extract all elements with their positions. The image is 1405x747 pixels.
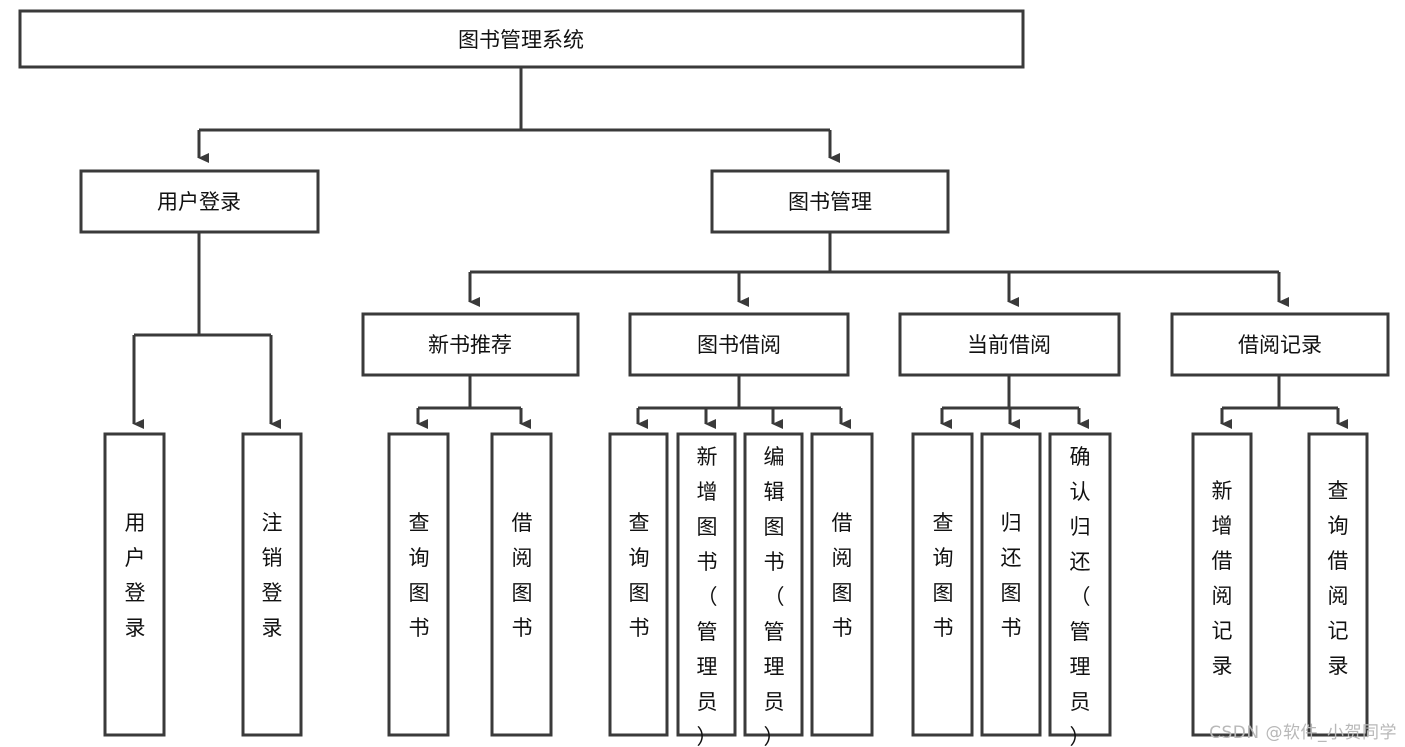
leaf-borrow-query-book-label: 查询图书 (629, 511, 650, 640)
leaf-borrow-add-book[interactable]: 新增图书（管理员） (676, 432, 737, 747)
leaf-records-query-record-label: 查询借阅记录 (1328, 479, 1349, 678)
node-current-borrow-box[interactable] (898, 312, 1121, 377)
connector-group-root (197, 67, 840, 163)
node-user-login-label: 用户登录 (157, 190, 241, 214)
node-new-book-recommend-box[interactable] (361, 312, 580, 377)
node-root-label: 图书管理系统 (458, 28, 584, 52)
node-new-book-recommend-label: 新书推荐 (428, 333, 512, 357)
leaf-new-book-query-label: 查询图书 (409, 511, 430, 640)
node-book-borrow[interactable]: 图书借阅 (628, 312, 850, 377)
node-new-book-recommend[interactable]: 新书推荐 (361, 312, 580, 377)
leaf-records-add-record-label: 新增借阅记录 (1212, 479, 1233, 678)
leaf-borrow-borrow-book[interactable]: 借阅图书 (810, 432, 874, 737)
leaf-borrow-query-book[interactable]: 查询图书 (608, 432, 669, 737)
leaf-new-book-borrow-box[interactable] (490, 432, 553, 737)
node-current-borrow[interactable]: 当前借阅 (898, 312, 1121, 377)
leaf-current-query-book-label: 查询图书 (933, 511, 954, 640)
leaf-records-add-record[interactable]: 新增借阅记录 (1191, 432, 1253, 737)
connector-group-book-mgmt (468, 232, 1289, 307)
node-root-book-management-system[interactable]: 图书管理系统 (18, 9, 1025, 69)
leaf-current-return-book-label: 归还图书 (1001, 511, 1022, 640)
leaf-borrow-borrow-book-box[interactable] (810, 432, 874, 737)
leaf-current-query-book-box[interactable] (911, 432, 974, 737)
leaf-borrow-edit-book-box[interactable] (743, 432, 804, 737)
csdn-watermark: CSDN @软件_小贺同学 (1209, 723, 1397, 743)
node-book-management-label: 图书管理 (788, 190, 872, 214)
node-book-management-box[interactable] (710, 169, 950, 234)
leaf-borrow-query-book-box[interactable] (608, 432, 669, 737)
leaf-user-login-login-label: 用户登录 (125, 511, 146, 640)
leaf-current-return-book-box[interactable] (980, 432, 1042, 737)
connector-group-records (1220, 375, 1348, 429)
leaf-user-login-login[interactable]: 用户登录 (103, 432, 166, 737)
node-user-login[interactable]: 用户登录 (79, 169, 320, 234)
leaf-borrow-add-book-label: 新增图书（管理员） (697, 445, 718, 747)
leaf-user-login-logout-box[interactable] (241, 432, 303, 737)
node-borrow-records-label: 借阅记录 (1238, 333, 1322, 357)
node-user-login-box[interactable] (79, 169, 320, 234)
leaf-current-confirm-return-label: 确认归还（管理员） (1070, 445, 1091, 747)
node-book-borrow-label: 图书借阅 (697, 333, 781, 357)
leaf-current-return-book[interactable]: 归还图书 (980, 432, 1042, 737)
leaf-records-query-record[interactable]: 查询借阅记录 (1307, 432, 1369, 737)
leaf-borrow-borrow-book-label: 借阅图书 (832, 511, 853, 640)
node-book-management[interactable]: 图书管理 (710, 169, 950, 234)
connector-group-current (940, 375, 1089, 429)
leaf-new-book-borrow[interactable]: 借阅图书 (490, 432, 553, 737)
leaf-new-book-query-box[interactable] (387, 432, 450, 737)
node-borrow-records[interactable]: 借阅记录 (1170, 312, 1390, 377)
leaf-new-book-borrow-label: 借阅图书 (512, 511, 533, 640)
connector-group-borrow (636, 375, 851, 429)
connector-group-user-login (132, 232, 281, 429)
leaf-borrow-add-book-box[interactable] (676, 432, 737, 737)
node-root-box[interactable] (18, 9, 1025, 69)
connector-group-new-book (416, 375, 531, 429)
leaf-new-book-query[interactable]: 查询图书 (387, 432, 450, 737)
node-book-borrow-box[interactable] (628, 312, 850, 377)
leaf-current-query-book[interactable]: 查询图书 (911, 432, 974, 737)
leaf-borrow-edit-book[interactable]: 编辑图书（管理员） (743, 432, 804, 747)
leaf-user-login-logout[interactable]: 注销登录 (241, 432, 303, 737)
node-borrow-records-box[interactable] (1170, 312, 1390, 377)
leaf-records-add-record-box[interactable] (1191, 432, 1253, 737)
leaf-borrow-edit-book-label: 编辑图书（管理员） (764, 445, 785, 747)
leaf-records-query-record-box[interactable] (1307, 432, 1369, 737)
node-current-borrow-label: 当前借阅 (967, 333, 1051, 357)
leaf-current-confirm-return[interactable]: 确认归还（管理员） (1048, 432, 1112, 747)
leaf-current-confirm-return-box[interactable] (1048, 432, 1112, 737)
leaf-user-login-logout-label: 注销登录 (262, 511, 283, 640)
leaf-user-login-login-box[interactable] (103, 432, 166, 737)
